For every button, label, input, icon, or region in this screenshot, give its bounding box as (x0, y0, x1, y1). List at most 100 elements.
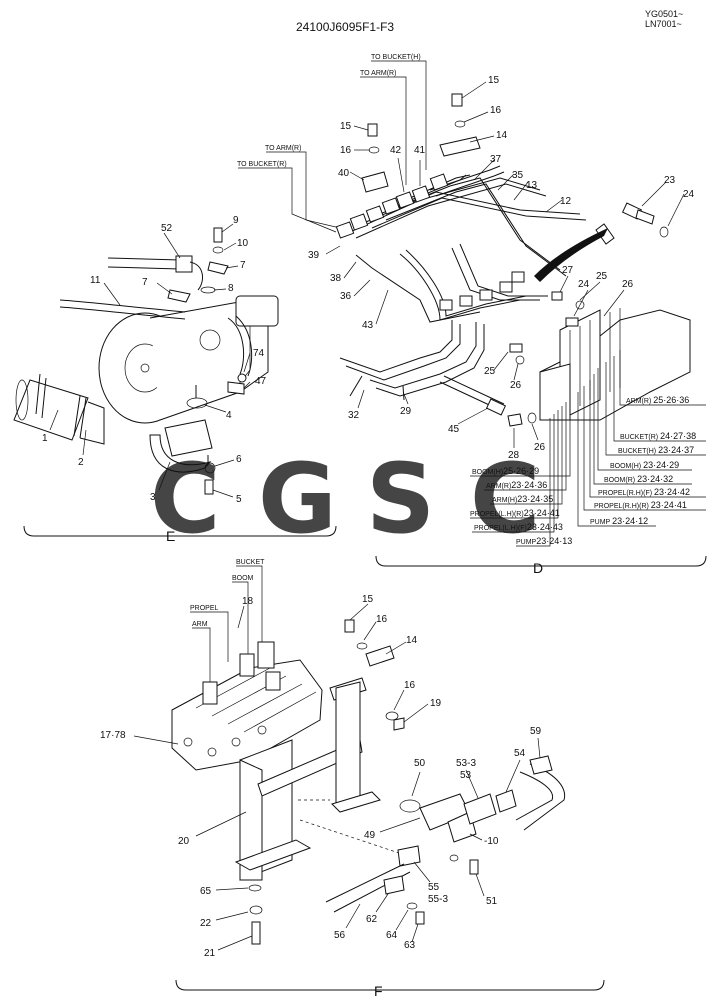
port-label: 25·26·29 (503, 466, 539, 476)
part-callout: 9 (233, 215, 239, 226)
port-label: PROPEL(L.H)(R) (470, 511, 524, 518)
port-label: 23·24·41 (524, 508, 560, 518)
section-d-leaders (325, 81, 685, 448)
part-callout: 64 (386, 930, 398, 941)
part-callout: 7 (142, 277, 148, 288)
diagram-label: BOOM(H) 23·24·29 (610, 460, 679, 470)
part-callout: 62 (366, 914, 378, 925)
part-callout: 22 (200, 918, 212, 929)
part-callout: 74 (253, 348, 265, 359)
port-label: BUCKET(R) (620, 434, 658, 441)
diagram-label: BOOM(H)25·26·29 (472, 466, 539, 476)
part-callout: -10 (484, 836, 499, 847)
part-callout: 14 (406, 635, 418, 646)
part-callout: 23 (664, 175, 676, 186)
part-callout: 16 (404, 680, 416, 691)
part-callout: 17·78 (100, 730, 126, 741)
part-callout: 15 (340, 121, 352, 132)
section-d-port-table-left: BOOM(H)25·26·29 ARM(R)23·24·36 ARM(H)23·… (470, 398, 572, 547)
diagram-label: PROPEL(R.H)(F) 23·24·42 (598, 487, 690, 497)
part-callout: 18 (242, 596, 254, 607)
watermark-letter-3: S (366, 443, 435, 555)
port-label: 25·26·36 (653, 395, 689, 405)
bucket-label: BUCKET (236, 559, 265, 566)
diagram-label: PUMP 23·24·12 (590, 516, 648, 526)
watermark: C G S C (150, 443, 540, 555)
section-f-callouts: 18 15 16 14 16 19 17·78 50 53-3 53 54 59… (100, 594, 542, 959)
serial-range-2: LN7001~ (645, 19, 682, 29)
port-label: 23·24·43 (527, 522, 563, 532)
arm-label: ARM (192, 621, 208, 628)
diagram-label: BUCKET(H) 23·24·37 (618, 445, 694, 455)
part-callout: 7 (240, 260, 246, 271)
part-callout: 43 (362, 320, 374, 331)
section-d-port-table: ARM(R) 25·26·36 BUCKET(R) 24·27·38 BUCKE… (577, 350, 706, 527)
part-callout: 1 (42, 433, 48, 444)
part-callout: 24 (683, 189, 695, 200)
part-callout: 55-3 (428, 894, 448, 905)
diagram-label: PROPEL(L.H)(R)23·24·41 (470, 508, 560, 518)
section-d-bracket (375, 555, 707, 567)
section-e-drawing (13, 227, 279, 495)
port-label: 23·24·29 (643, 460, 679, 470)
part-callout: 3 (150, 492, 156, 503)
section-d-drawing (238, 60, 691, 427)
part-callout: 51 (486, 896, 498, 907)
part-callout: 24 (578, 279, 590, 290)
part-callout: 35 (512, 170, 524, 181)
section-f-valve-labels: BUCKET BOOM PROPEL ARM (190, 559, 265, 628)
part-callout: 25 (484, 366, 496, 377)
port-label: ARM(R) (486, 483, 511, 490)
port-label: 23·24·42 (654, 487, 690, 497)
part-callout: 36 (340, 291, 352, 302)
part-callout: 15 (362, 594, 374, 605)
part-callout: 32 (348, 410, 360, 421)
part-callout: 41 (414, 145, 426, 156)
port-label: 23·24·35 (517, 494, 553, 504)
section-e-bracket (23, 525, 337, 537)
port-label: 23·24·32 (637, 474, 673, 484)
part-callout: 37 (490, 154, 502, 165)
diagram-label: PUMP23·24·13 (516, 536, 572, 546)
part-callout: 8 (228, 283, 234, 294)
section-e-label: E (166, 528, 175, 544)
part-callout: 6 (236, 454, 242, 465)
part-callout: 45 (448, 424, 460, 435)
part-callout: 59 (530, 726, 542, 737)
part-callout: 4 (226, 410, 232, 421)
to-arm-r-label-2: TO ARM(R) (265, 145, 301, 152)
boom-label: BOOM (232, 575, 254, 582)
diagram-label: ARM(H)23·24·35 (492, 494, 553, 504)
port-label: 23·24·13 (536, 536, 572, 546)
part-callout: 16 (490, 105, 502, 116)
port-label: 24·27·38 (660, 431, 696, 441)
part-callout: 21 (204, 948, 216, 959)
part-callout: 39 (308, 250, 320, 261)
port-label: PROPEL(R.H)(R) (594, 503, 649, 510)
section-d-flow-labels: TO BUCKET(H) TO ARM(R) TO ARM(R) TO BUCK… (237, 54, 421, 168)
diagram-label: BUCKET(R) 24·27·38 (620, 431, 696, 441)
part-callout: 56 (334, 930, 346, 941)
section-d-callouts: 15 16 14 15 16 42 41 40 37 35 13 12 23 2… (308, 75, 695, 461)
diagram-label: ARM(R)23·24·36 (486, 480, 547, 490)
watermark-letter-1: C (150, 443, 220, 555)
port-label: BOOM(R) (604, 477, 635, 484)
port-label: 23·24·36 (511, 480, 547, 490)
part-callout: 16 (376, 614, 388, 625)
part-callout: 28 (508, 450, 520, 461)
to-bucket-r-label: TO BUCKET(R) (237, 161, 287, 168)
part-callout: 2 (78, 457, 84, 468)
port-label: 23·24·37 (658, 445, 694, 455)
part-callout: 63 (404, 940, 416, 951)
section-f-label: F (374, 983, 383, 999)
watermark-letter-2: G (258, 443, 337, 555)
part-callout: 14 (496, 130, 508, 141)
part-callout: 15 (488, 75, 500, 86)
section-e-callouts: 52 9 10 7 11 7 8 74 47 4 1 2 3 6 5 (42, 215, 267, 505)
diagram-label: PROPEL(R.H)(R) 23·24·41 (594, 500, 687, 510)
part-callout: 26 (622, 279, 634, 290)
part-callout: 53-3 (456, 758, 476, 769)
propel-label: PROPEL (190, 605, 219, 612)
part-callout: 13 (526, 180, 538, 191)
